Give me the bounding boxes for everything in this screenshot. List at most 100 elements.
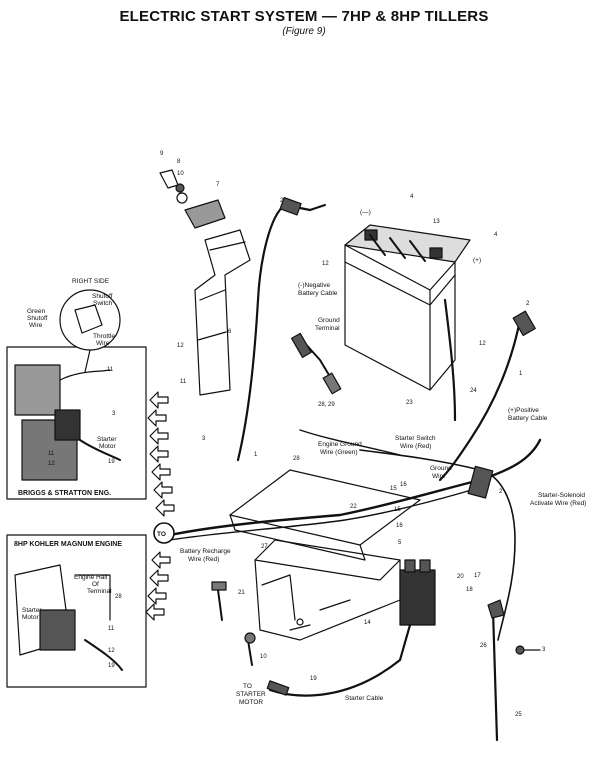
label-engine-half-2: Of — [92, 581, 99, 588]
label-starter-motor-k: Starter — [22, 607, 42, 614]
label-ground-terminal: Ground — [318, 317, 340, 324]
part-number: 18 — [466, 587, 473, 593]
part-number: 12 — [479, 341, 486, 347]
label-solenoid-wire-2: Activate Wire (Red) — [530, 500, 586, 507]
part-number: 14 — [364, 620, 371, 626]
part-number: 26 — [480, 643, 487, 649]
part-number: 10 — [260, 654, 267, 660]
positive-battery-cable — [438, 318, 522, 482]
label-to-starter-3: MOTOR — [239, 699, 263, 706]
part-number: 8 — [177, 159, 181, 165]
label-green-shutoff-3: Wire — [29, 322, 43, 329]
part-number: 13 — [433, 219, 440, 225]
starter-solenoid — [399, 559, 436, 626]
part-number: 11 — [180, 379, 187, 385]
part-number: 23 — [406, 400, 413, 406]
part-number: 19 — [108, 663, 115, 669]
briggs-box-title: BRIGGS & STRATTON ENG. — [18, 490, 111, 497]
part-number: 7 — [216, 182, 220, 188]
to-badge — [153, 522, 175, 544]
label-to-starter-2: STARTER — [236, 691, 266, 698]
label-throttle-2: Wire — [96, 340, 110, 347]
label-recharge-2: Wire (Red) — [188, 556, 219, 563]
figure-caption: (Figure 9) — [282, 26, 326, 37]
label-solenoid-wire: Starter-Solenoid — [538, 492, 585, 499]
part-number: 24 — [470, 388, 477, 394]
part-number: 5 — [398, 540, 402, 546]
label-neg-sign: (—) — [360, 209, 371, 216]
key-plate — [184, 199, 226, 229]
part-number: 25 — [515, 712, 522, 718]
label-throttle: Throttle — [93, 333, 115, 340]
part-number: 28, 29 — [318, 402, 335, 408]
part-number: 3 — [542, 647, 546, 653]
part-number: 28 — [115, 594, 122, 600]
label-starter-cable: Starter Cable — [345, 695, 384, 702]
part-number: 15 — [394, 507, 401, 513]
part-number: 11 — [48, 451, 55, 457]
part-number: 19 — [310, 676, 317, 682]
part-number: 10 — [177, 171, 184, 177]
part-number: 3 — [112, 411, 116, 417]
label-starter-motor-k-2: Motor — [22, 614, 39, 621]
briggs-engine-drawing — [14, 364, 121, 481]
part-number: 3 — [202, 436, 206, 442]
kohler-engine-drawing — [14, 564, 123, 671]
part-number: 11 — [108, 626, 115, 632]
mounting-bracket — [194, 229, 251, 396]
part-number: 6 — [228, 329, 232, 335]
label-green-shutoff-2: Shutoff — [27, 315, 48, 322]
part-number: 12 — [108, 648, 115, 654]
label-to-starter: TO — [243, 683, 252, 690]
direction-arrows — [145, 391, 175, 621]
label-engine-half-3: Terminal — [87, 588, 112, 595]
label-ground-wire-2: Wire — [432, 473, 446, 480]
label-starter-switch: Starter Switch — [395, 435, 436, 442]
part-number: 21 — [238, 590, 245, 596]
label-starter-switch-2: Wire (Red) — [400, 443, 431, 450]
part-number: 19 — [108, 459, 115, 465]
label-green-shutoff: Green — [27, 308, 45, 315]
label-ground-terminal-2: Terminal — [315, 325, 340, 332]
starter-cable — [268, 623, 412, 697]
label-engine-ground-2: Wire (Green) — [320, 449, 358, 456]
part-number: 2 — [499, 489, 503, 495]
part-number: 9 — [160, 151, 164, 157]
part-number: 11 — [107, 367, 114, 373]
label-starter-motor-bs-2: Motor — [99, 443, 116, 450]
part-number: 2 — [526, 301, 530, 307]
part-number: 12 — [48, 461, 55, 467]
part-number: 4 — [494, 232, 498, 238]
part-number: 1 — [519, 371, 523, 377]
part-number: 27 — [261, 544, 268, 550]
label-neg-cable-2: Battery Cable — [298, 290, 338, 297]
part-number: 12 — [177, 343, 184, 349]
lower-bracket — [229, 469, 421, 641]
label-shutoff-2: Switch — [93, 300, 113, 307]
part-number: 4 — [410, 194, 414, 200]
part-number: 22 — [350, 504, 357, 510]
part-number: 20 — [457, 574, 464, 580]
label-right-side: RIGHT SIDE — [72, 278, 110, 285]
part-number: 16 — [400, 482, 407, 488]
label-shutoff: Shutoff — [92, 293, 113, 300]
label-neg-cable: (-)Negative — [298, 282, 331, 289]
page-title: ELECTRIC START SYSTEM — 7HP & 8HP TILLER… — [119, 8, 489, 25]
part-number: 17 — [474, 573, 481, 579]
label-starter-motor-bs: Starter — [97, 436, 117, 443]
part-number: 28 — [293, 456, 300, 462]
kohler-box-title: 8HP KOHLER MAGNUM ENGINE — [14, 541, 122, 548]
label-recharge: Battery Recharge — [180, 548, 231, 555]
label-engine-half: Engine Half — [74, 574, 108, 581]
label-pos-cable-2: Battery Cable — [508, 415, 548, 422]
wire-harness — [168, 438, 542, 537]
label-engine-ground: Engine Ground — [318, 441, 362, 448]
negative-battery-cable — [236, 203, 287, 462]
part-number: 1 — [254, 452, 258, 458]
part-number: 15 — [390, 486, 397, 492]
label-pos-cable: (+)Positive — [508, 407, 539, 414]
part-number: 2 — [280, 198, 284, 204]
label-pos-sign: (+) — [473, 257, 481, 264]
ignition-key — [159, 169, 188, 204]
